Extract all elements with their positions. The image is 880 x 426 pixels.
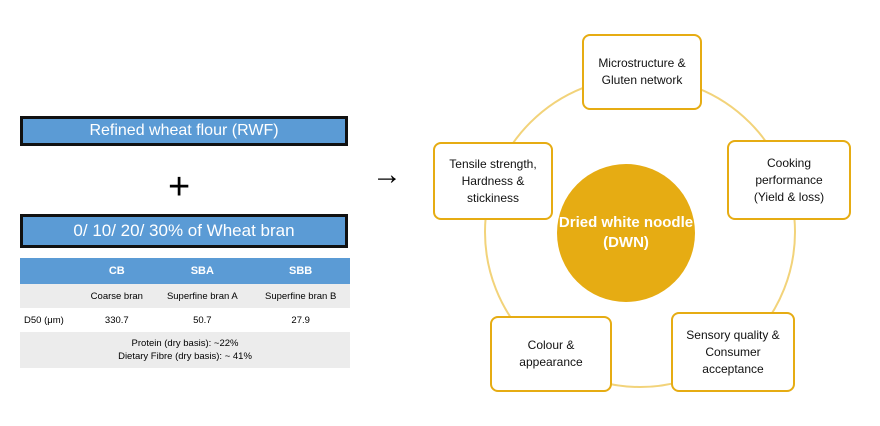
node-sensory-quality: Sensory quality & Consumer acceptance xyxy=(671,312,795,392)
node-text: Tensile strength, xyxy=(449,156,537,171)
node-text: Cooking xyxy=(766,155,812,170)
table-cell: 27.9 xyxy=(291,314,310,326)
right-arrow-icon: → xyxy=(372,158,402,191)
bran-label: 0/ 10/ 20/ 30% of Wheat bran xyxy=(73,221,295,240)
rwf-label: Refined wheat flour (RWF) xyxy=(89,122,279,139)
table-row: Protein (dry basis): ~22% Dietary Fibre … xyxy=(20,332,350,368)
table-cell: D50 (μm) xyxy=(24,314,64,326)
table-row: D50 (μm) 330.7 50.7 27.9 xyxy=(20,308,350,332)
table-cell: 330.7 xyxy=(104,314,129,326)
table-cell: Superfine bran B xyxy=(251,284,350,308)
bran-properties-table: CB SBA SBB Coarse bran Superfine bran A … xyxy=(20,258,350,368)
table-header: SBB xyxy=(251,258,350,284)
table-header-row: CB SBA SBB xyxy=(20,258,350,284)
node-colour-appearance: Colour & appearance xyxy=(490,316,612,392)
node-text: acceptance xyxy=(702,361,764,376)
table-header xyxy=(20,258,81,284)
node-text: Consumer xyxy=(705,344,761,359)
table-cell: Superfine bran A xyxy=(153,284,252,308)
table-header: SBA xyxy=(153,258,252,284)
node-text: stickiness xyxy=(466,190,519,205)
node-text: performance xyxy=(755,172,823,187)
node-microstructure: Microstructure & Gluten network xyxy=(582,34,702,110)
center-hub: Dried white noodle (DWN) xyxy=(557,164,695,302)
node-text: Microstructure & xyxy=(598,56,686,70)
table-header: CB xyxy=(80,258,154,284)
table-row: Coarse bran Superfine bran A Superfine b… xyxy=(20,284,350,308)
node-text: Hardness & xyxy=(461,173,525,188)
rwf-banner: Refined wheat flour (RWF) xyxy=(20,116,348,146)
node-text: Sensory quality & xyxy=(686,327,780,342)
table-cell xyxy=(20,284,81,308)
table-cell: 50.7 xyxy=(193,314,212,326)
node-cooking-performance: Cooking performance (Yield & loss) xyxy=(727,140,851,220)
node-text: Gluten network xyxy=(601,73,683,87)
plus-sign: + xyxy=(168,166,191,208)
bran-banner: 0/ 10/ 20/ 30% of Wheat bran xyxy=(20,214,348,248)
table-footnote: Protein (dry basis): ~22% Dietary Fibre … xyxy=(20,332,350,368)
node-text: appearance xyxy=(519,355,583,369)
protein-note: Protein (dry basis): ~22% xyxy=(131,338,239,349)
node-text: (Yield & loss) xyxy=(753,189,825,204)
node-tensile-strength: Tensile strength, Hardness & stickiness xyxy=(433,142,553,220)
node-text: Colour & xyxy=(527,338,575,352)
fibre-note: Dietary Fibre (dry basis): ~ 41% xyxy=(118,351,252,362)
table-cell: Coarse bran xyxy=(80,284,154,308)
hub-subtitle: (DWN) xyxy=(603,234,649,251)
hub-title: Dried white noodle xyxy=(558,214,694,231)
